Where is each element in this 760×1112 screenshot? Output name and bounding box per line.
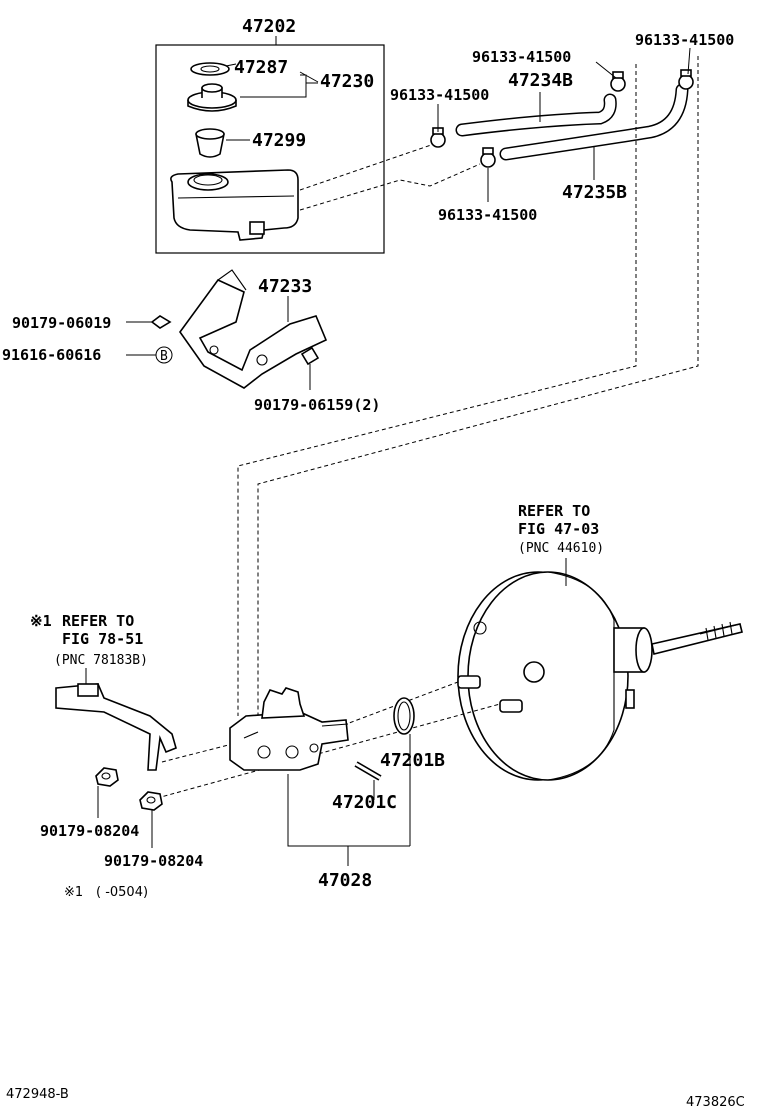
clip-top-center-part bbox=[610, 71, 626, 92]
label-bracket-ref-2: FIG 78-51 bbox=[62, 630, 143, 648]
footer-right-code: 473826C bbox=[686, 1095, 745, 1110]
line-bracket-part bbox=[55, 683, 177, 771]
clip-top-right-part bbox=[678, 69, 694, 90]
label-bolt-bracket-b: 90179-06159(2) bbox=[254, 396, 380, 414]
label-strainer: 47299 bbox=[252, 130, 306, 151]
assembly-line-lower bbox=[149, 703, 501, 801]
label-nut-2: 90179-08204 bbox=[104, 852, 203, 870]
footnote-mark: ※1 bbox=[64, 885, 83, 900]
strainer-part bbox=[195, 128, 225, 158]
label-booster-ref-3: (PNC 44610) bbox=[518, 541, 604, 556]
reservoir-tank-part bbox=[170, 169, 299, 241]
booster-stud-upper bbox=[457, 675, 481, 689]
nut-1-part bbox=[95, 767, 119, 787]
label-reservoir-assy: 47202 bbox=[242, 16, 296, 37]
label-grommet-marker: B bbox=[160, 349, 168, 364]
label-bracket-ref-3: (PNC 78183B) bbox=[54, 653, 148, 668]
brake-booster-part bbox=[457, 571, 743, 781]
label-bracket-ref-1: REFER TO bbox=[62, 612, 134, 630]
label-clip-lower: 96133-41500 bbox=[438, 206, 537, 224]
footer-left-code: 472948-B bbox=[6, 1087, 69, 1102]
bolt-bracket-b-part bbox=[300, 346, 320, 366]
oring-part bbox=[393, 697, 415, 735]
cap-gasket-part bbox=[190, 62, 237, 76]
clip-lower-part bbox=[480, 147, 496, 168]
label-pin: 47201C bbox=[332, 792, 397, 813]
cap-bracket-leader bbox=[240, 74, 307, 98]
label-grommet: 91616-60616 bbox=[2, 346, 101, 364]
hose-upper-part bbox=[455, 93, 617, 137]
label-cap-assy: 47230 bbox=[320, 71, 374, 92]
bolt-bracket-part bbox=[150, 315, 172, 329]
footnote-range: ( -0504) bbox=[96, 885, 148, 900]
label-master-cylinder: 47028 bbox=[318, 870, 372, 891]
label-bracket: 47233 bbox=[258, 276, 312, 297]
label-cap-gasket: 47287 bbox=[234, 57, 288, 78]
label-booster-ref-2: FIG 47-03 bbox=[518, 520, 599, 538]
flow-line-lower bbox=[299, 163, 481, 211]
label-bolt-bracket: 90179-06019 bbox=[12, 314, 111, 332]
label-oring: 47201B bbox=[380, 750, 445, 771]
label-clip-upper-left: 96133-41500 bbox=[390, 86, 489, 104]
label-nut-1: 90179-08204 bbox=[40, 822, 139, 840]
label-hose-lower: 47235B bbox=[562, 182, 627, 203]
flow-line-to-cylinder-a bbox=[237, 64, 637, 716]
reservoir-cap-part bbox=[187, 83, 237, 112]
label-booster-ref-1: REFER TO bbox=[518, 502, 590, 520]
flow-line-to-cylinder-b bbox=[257, 56, 699, 724]
master-cylinder-part bbox=[229, 687, 349, 771]
flow-line-upper bbox=[299, 143, 435, 191]
label-clip-top-center: 96133-41500 bbox=[472, 48, 571, 66]
nut-2-part bbox=[139, 791, 163, 811]
bracket-part bbox=[179, 269, 328, 389]
label-hose-upper: 47234B bbox=[508, 70, 573, 91]
hose-lower-part bbox=[499, 83, 689, 161]
label-bracket-ref-mark: ※1 bbox=[30, 612, 52, 630]
reservoir-group-box bbox=[155, 44, 385, 254]
booster-stud-lower bbox=[499, 699, 523, 713]
label-clip-top-right: 96133-41500 bbox=[635, 31, 734, 49]
